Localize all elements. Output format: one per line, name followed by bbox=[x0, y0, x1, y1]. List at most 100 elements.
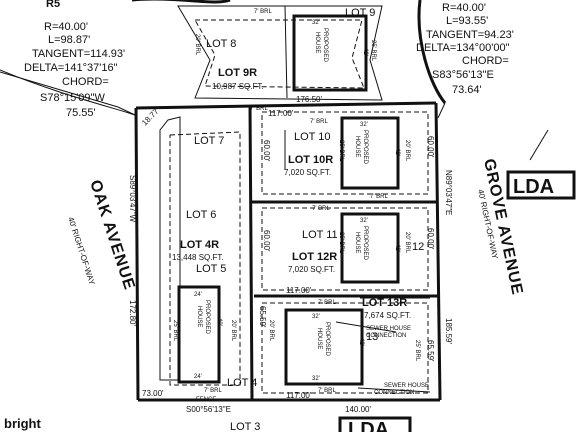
north-boundary bbox=[135, 101, 437, 110]
dim-117-top: 117.00' bbox=[268, 109, 294, 118]
brl-10r-bottom: 7' BRL bbox=[370, 194, 388, 200]
sewer-label-bottom: SEWER HOUSE bbox=[384, 383, 429, 389]
lot-12r-label: LOT 12R bbox=[292, 251, 337, 263]
lda-label-bottom: LDA bbox=[348, 419, 389, 432]
dimensions: 176.50' 117.00' 117.00' 117.00' 18.77' 6… bbox=[128, 95, 453, 414]
curve-left-chord-bearing: S78°15'09"W bbox=[40, 92, 105, 104]
lot-7-label: LOT 7 bbox=[194, 135, 224, 147]
fence-label: FENCE bbox=[196, 397, 216, 403]
lot-8-label: LOT 8 bbox=[206, 38, 236, 50]
dim-60-10-west: 60.00' bbox=[262, 140, 271, 162]
right-tick bbox=[529, 129, 549, 161]
watermark-logo: bright bbox=[4, 416, 41, 431]
curve-left-radius: R=40.00' bbox=[44, 21, 88, 33]
house-10r-depth: 42' bbox=[394, 148, 400, 156]
dim-172-80: 172.80' bbox=[128, 300, 137, 326]
lot-9-label: LOT 9 bbox=[345, 7, 375, 19]
sewer-label-top: SEWER HOUSE bbox=[366, 326, 411, 332]
lot-3-label: LOT 3 bbox=[230, 421, 260, 432]
connection-label-top: CONNECTION bbox=[366, 333, 406, 339]
lot-4r-area bbox=[159, 116, 241, 386]
lot-13r-area: 7,674 SQ.FT. bbox=[364, 311, 411, 320]
house-9r-line2: HOUSE bbox=[314, 32, 320, 53]
curve-right-length: L=93.55' bbox=[446, 15, 488, 27]
curve-left-length: L=98.87' bbox=[48, 34, 90, 46]
house-12r-depth: 42' bbox=[394, 244, 400, 252]
house-13r-line1: PROPOSED bbox=[324, 322, 330, 357]
lot-12r-setback bbox=[261, 207, 429, 291]
sewer-leader-top bbox=[335, 321, 397, 333]
lot-6-label: LOT 6 bbox=[186, 209, 216, 221]
dim-60-10-east: 60.00' bbox=[426, 136, 435, 158]
curve-left-chord-length: 75.55' bbox=[66, 107, 96, 119]
top-left-curve-line bbox=[132, 0, 231, 4]
top-right-curve-line bbox=[417, 0, 447, 104]
lot-13r-house bbox=[284, 308, 364, 386]
right-lots bbox=[261, 111, 431, 394]
lot-12r-house bbox=[340, 212, 400, 284]
house-9r-depth: 42' bbox=[362, 48, 368, 56]
lot-10r-setback bbox=[261, 111, 429, 195]
parcel-boundary bbox=[117, 101, 442, 402]
lot-11-label: LOT 11 bbox=[302, 229, 338, 241]
bearing-east: N89°03'47"E bbox=[444, 170, 453, 215]
lot-9r-outline bbox=[177, 5, 383, 101]
curve-left-tangent: TANGENT=114.93' bbox=[32, 48, 125, 60]
dim-117-bottom: 117.00' bbox=[286, 391, 312, 400]
dim-185-59: 185.59' bbox=[444, 318, 453, 344]
house-annotations: PROPOSED HOUSE 32' 42' PROPOSED HOUSE 32… bbox=[194, 20, 400, 382]
lot-4r-area: 13,448 SQ.FT. bbox=[172, 253, 224, 262]
brl-13r-west: 20' BRL bbox=[268, 320, 274, 342]
brl-10r-top: 7' BRL bbox=[310, 119, 328, 125]
dim-73-00: 73.00' bbox=[142, 389, 164, 398]
house-13r-depth: 42' bbox=[358, 338, 364, 346]
house-12r-line1: PROPOSED bbox=[362, 226, 368, 261]
brl-9r-east: 25' BRL bbox=[370, 40, 376, 62]
oak-avenue-row: 40' RIGHT-OF-WAY bbox=[66, 216, 97, 287]
lot-10-label: LOT 10 bbox=[294, 131, 331, 143]
lot-13-label: 13 bbox=[366, 331, 378, 343]
brl-12r-east: 20' BRL bbox=[404, 232, 410, 254]
lda-box-right bbox=[506, 170, 576, 200]
curve-right-chord-length: 73.64' bbox=[452, 84, 482, 96]
curve-right-chord-bearing: S83°56'13"E bbox=[432, 69, 494, 81]
lot-13r-setback bbox=[261, 302, 429, 394]
house-9r-line1: PROPOSED bbox=[322, 28, 328, 63]
brl-13r-top: 7' BRL bbox=[318, 300, 336, 306]
brl-12r-west: 25' BRL bbox=[338, 232, 344, 254]
brl-4r-east: 20' BRL bbox=[230, 320, 236, 342]
east-boundary bbox=[434, 102, 442, 401]
brl-13r-east: 25' BRL bbox=[414, 340, 420, 362]
corner-label: R5 bbox=[46, 0, 60, 10]
sewer-leader-bottom bbox=[357, 387, 431, 393]
house-10r-line2: HOUSE bbox=[354, 136, 360, 157]
house-13r-width-bottom: 32' bbox=[312, 376, 320, 382]
lot-12r-area: 7,020 SQ.FT. bbox=[288, 265, 335, 274]
street-lines bbox=[0, 0, 549, 161]
lda-label-right: LDA bbox=[513, 176, 554, 198]
lot-4-label: LOT 4 bbox=[227, 377, 257, 389]
curve-left-data: R5 R=40.00' L=98.87' TANGENT=114.93' DEL… bbox=[24, 0, 125, 119]
lot-9r-house bbox=[292, 14, 368, 92]
brl-9r-bottom: 7' BRL bbox=[250, 106, 268, 112]
house-4r-width-bottom: 24' bbox=[194, 374, 202, 380]
house-4r-line1: PROPOSED bbox=[204, 300, 210, 335]
lda-box-bottom bbox=[338, 416, 412, 432]
brl-12r-top: 7' BRL bbox=[312, 206, 330, 212]
corner-cut-line bbox=[117, 106, 136, 116]
watermark-box bbox=[0, 414, 74, 432]
lot-9r-label: LOT 9R bbox=[218, 67, 257, 79]
house-13r-width-top: 32' bbox=[312, 314, 320, 320]
house-4r-depth: 40' bbox=[216, 318, 222, 326]
house-4r-line2: HOUSE bbox=[196, 306, 202, 327]
curve-right-radius: R=40.00' bbox=[442, 2, 486, 14]
lot-labels: LOT 8 LOT 9 LOT 9R 10,987 SQ.FT. LOT 7 L… bbox=[172, 7, 424, 432]
lot-4r-setback bbox=[169, 131, 241, 386]
house-4r-width-top: 24' bbox=[194, 292, 202, 298]
lot-5-label: LOT 5 bbox=[196, 263, 226, 275]
brl-4r-west: 25' BRL bbox=[172, 320, 178, 342]
left-chord-line bbox=[0, 71, 119, 108]
bearing-south: S00°56'13"E bbox=[186, 405, 231, 414]
lot-13r-label: LOT 13R bbox=[362, 297, 407, 309]
